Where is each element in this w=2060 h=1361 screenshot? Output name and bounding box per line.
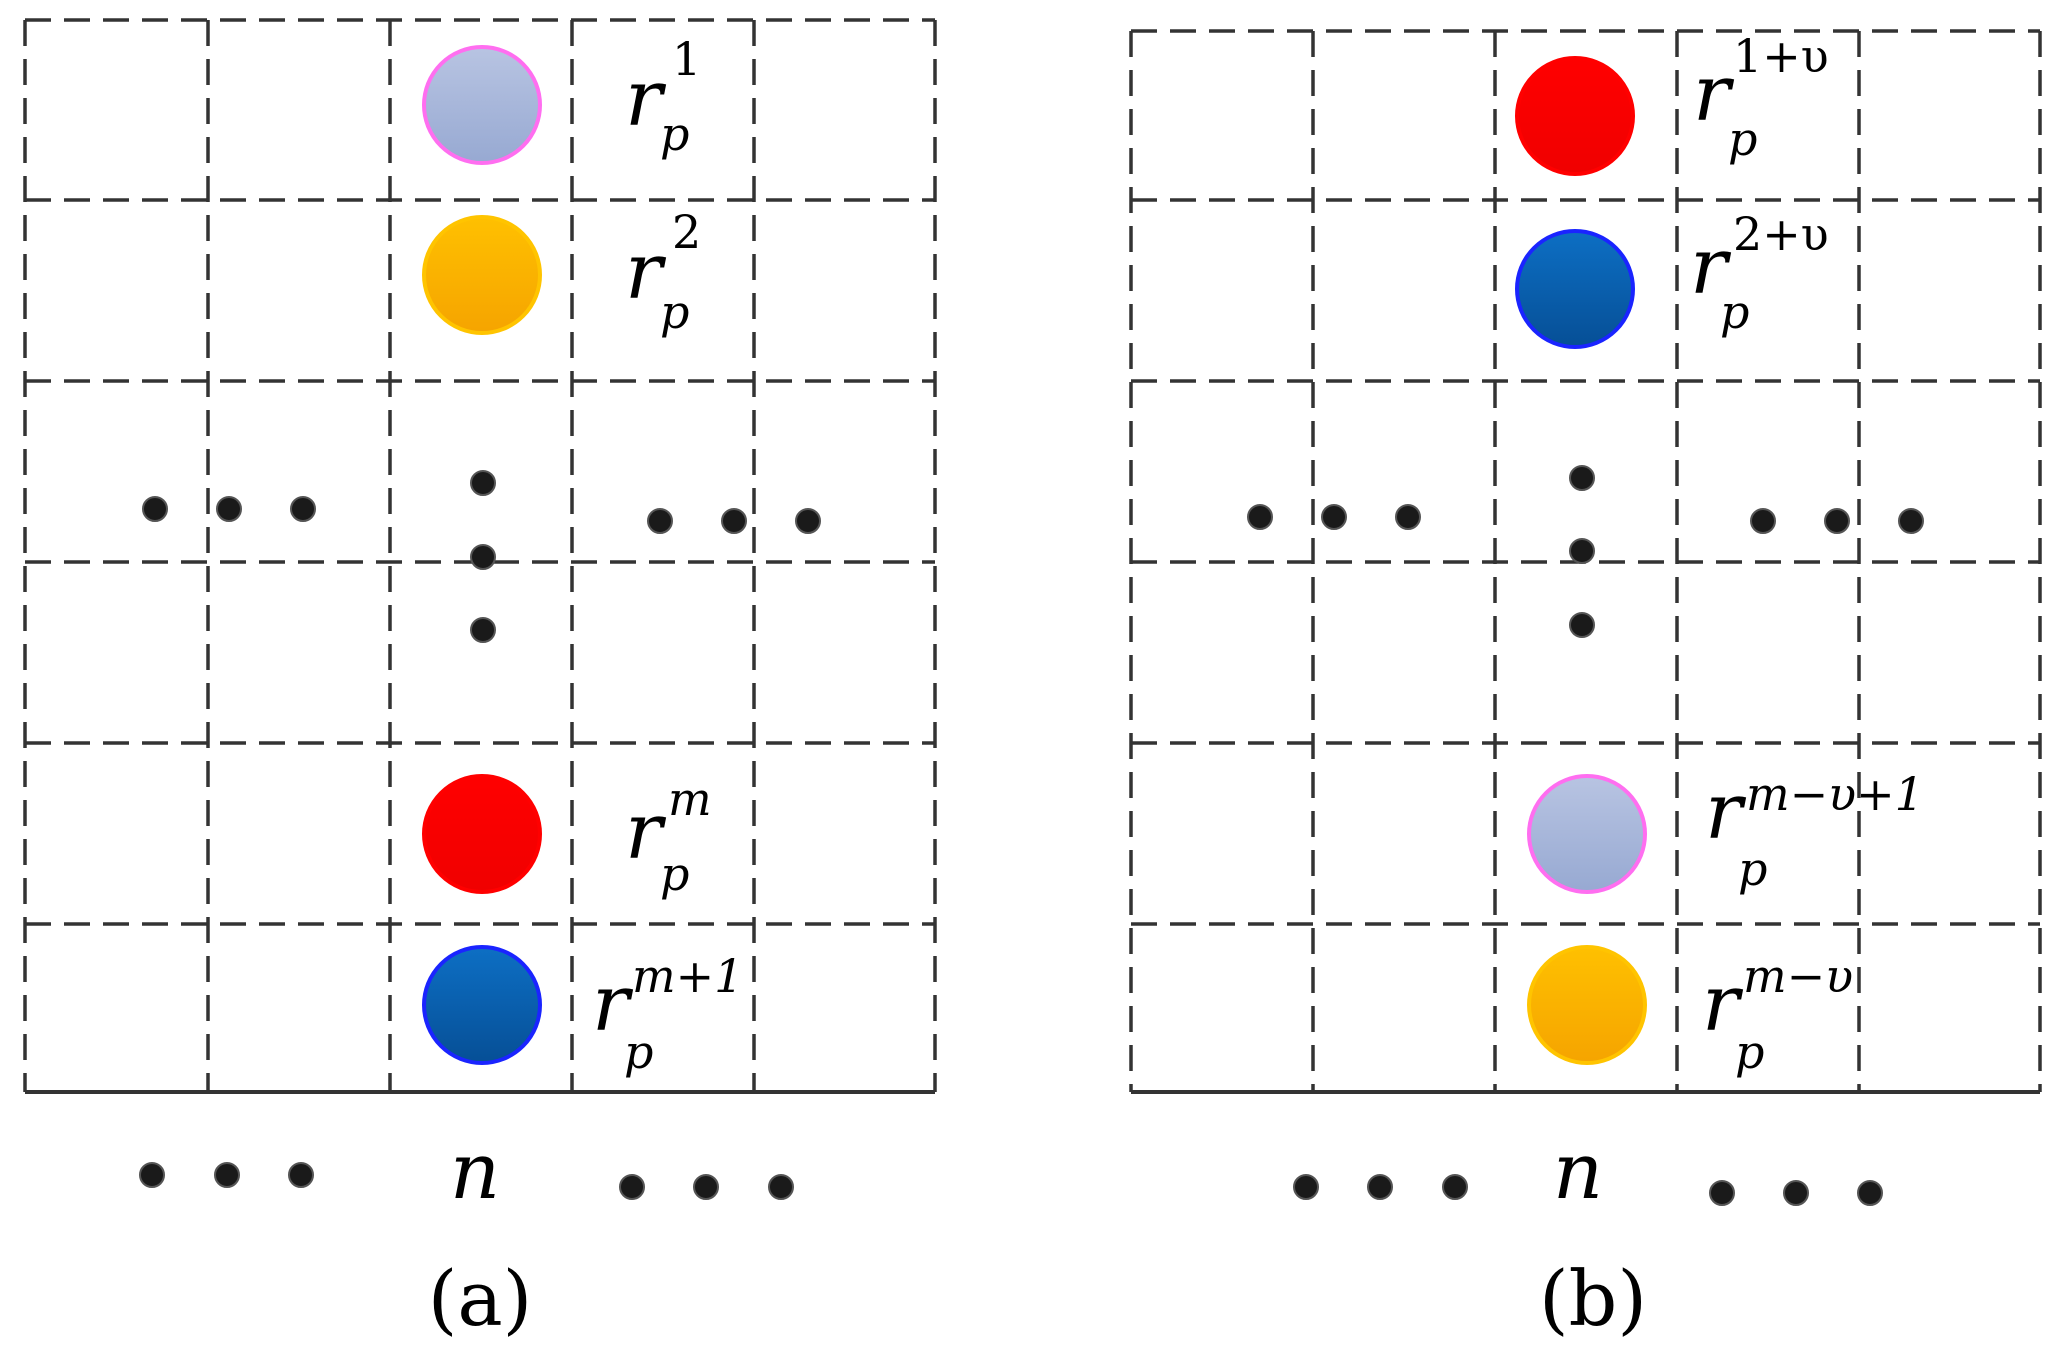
panel-b-ellipsis-bottom-right	[1709, 1180, 1883, 1206]
panel-a-marker-r-p-m-plus-1: r m+1 p	[422, 945, 743, 1079]
panel-a-marker-r-p-1: r 1 p	[422, 32, 701, 165]
panel-a-grid	[23, 18, 937, 1094]
marker-label-sub: p	[660, 107, 689, 161]
marker-label: r	[1693, 49, 1735, 139]
marker-label-sup: m+1	[632, 949, 743, 1003]
marker-circle	[422, 215, 542, 335]
panel-b-marker-r-p-1-plus-v: r 1+υ p	[1515, 29, 1829, 176]
marker-label-sub: p	[1728, 112, 1757, 166]
panel-a-ellipsis-bottom-left	[139, 1162, 314, 1188]
marker-label-sup: m	[668, 772, 712, 826]
marker-label-sub: p	[1735, 1025, 1764, 1079]
marker-label-sup: m−υ	[1743, 949, 1853, 1003]
panel-b-column-label: n	[1553, 1127, 1603, 1217]
marker-label: r	[625, 54, 667, 144]
panel-b-ellipsis-bottom-left	[1293, 1174, 1468, 1200]
marker-circle	[1515, 229, 1635, 349]
panel-a-marker-r-p-2: r 2 p	[422, 205, 701, 339]
marker-label: r	[625, 227, 667, 317]
marker-label: r	[1690, 222, 1732, 312]
marker-label-sub: p	[660, 847, 689, 901]
panel-a-ellipsis-vertical	[470, 470, 496, 643]
marker-circle	[422, 45, 542, 165]
panel-b-grid	[1129, 29, 2042, 1094]
marker-circle	[422, 945, 542, 1065]
marker-label: r	[592, 959, 634, 1049]
panel-a-column-label: n	[450, 1127, 500, 1217]
panel-a-ellipsis-bottom-right	[619, 1174, 794, 1200]
marker-label: r	[625, 787, 667, 877]
panel-a-ellipsis-right	[647, 508, 821, 534]
marker-label-sub: p	[624, 1025, 653, 1079]
marker-label-sup: m−υ+1	[1746, 767, 1924, 821]
panel-b-caption: (b)	[1539, 1254, 1647, 1343]
marker-label-sup: 2	[672, 205, 701, 259]
panel-a-marker-r-p-m: r m p	[422, 772, 712, 901]
panel-a-ellipsis-left	[142, 496, 316, 522]
marker-label-sub: p	[1720, 285, 1749, 339]
panel-b-ellipsis-right	[1750, 508, 1924, 534]
marker-circle	[1527, 774, 1647, 894]
marker-circle	[1527, 945, 1647, 1065]
panel-a: r 1 p r 2 p r m p r m+1 p	[23, 18, 937, 1343]
panel-b: r 1+υ p r 2+υ p r m−υ+1 p r m−υ p	[1129, 29, 2042, 1343]
marker-label-sup: 1+υ	[1733, 29, 1829, 83]
marker-circle	[1515, 56, 1635, 176]
marker-label-sub: p	[660, 285, 689, 339]
panel-a-caption: (a)	[428, 1254, 533, 1343]
marker-label-sup: 1	[672, 32, 701, 86]
marker-label-sup: 2+υ	[1733, 207, 1829, 261]
marker-label: r	[1705, 767, 1747, 857]
panel-b-marker-r-p-2-plus-v: r 2+υ p	[1515, 207, 1829, 349]
panel-b-marker-r-p-m-minus-v-plus-1: r m−υ+1 p	[1527, 767, 1924, 896]
marker-label-sub: p	[1738, 842, 1767, 896]
marker-label: r	[1702, 959, 1744, 1049]
panel-b-ellipsis-vertical	[1569, 465, 1595, 638]
panel-b-ellipsis-left	[1247, 504, 1421, 530]
marker-circle	[422, 774, 542, 894]
panel-b-marker-r-p-m-minus-v: r m−υ p	[1527, 945, 1853, 1079]
